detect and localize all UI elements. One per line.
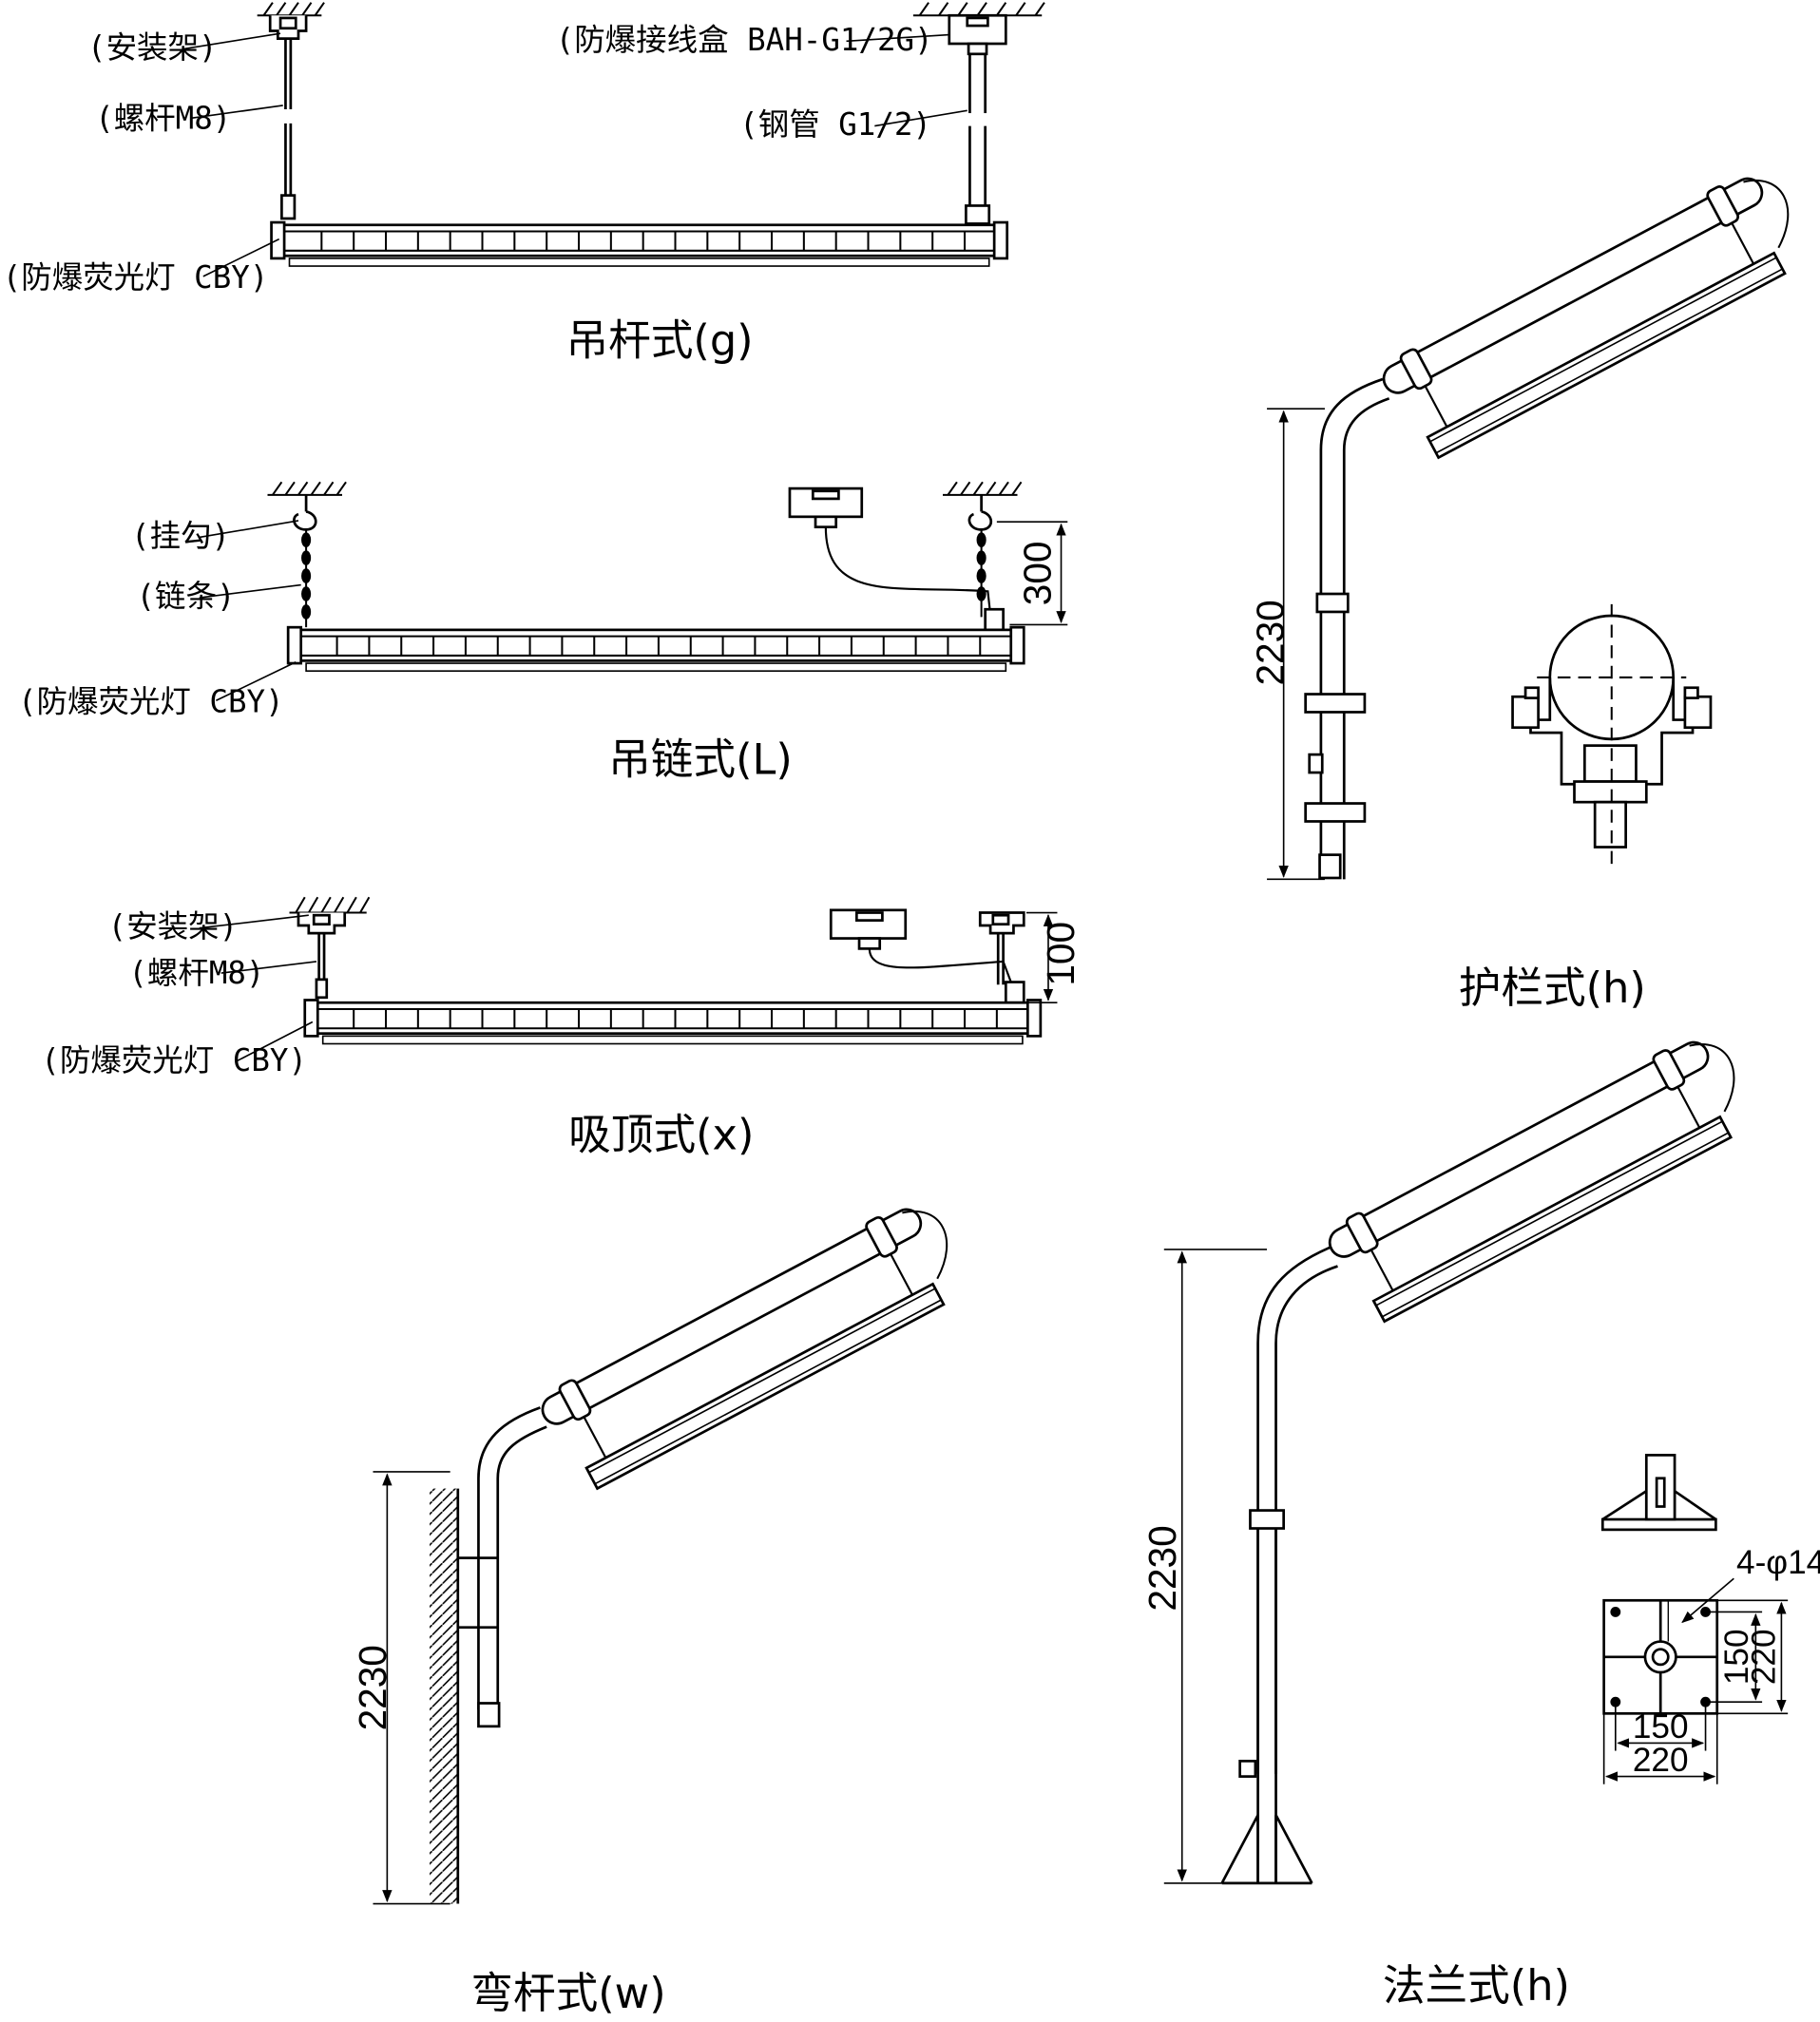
dim-plate-size-h: 220 bbox=[1633, 1742, 1689, 1779]
label-holes: 4-φ14 bbox=[1736, 1544, 1820, 1581]
junction-box bbox=[948, 13, 1007, 56]
clamp-plates bbox=[1304, 693, 1367, 880]
mounting-bracket bbox=[297, 911, 1025, 935]
chain-diagram: 300 (挂勾) (链条) (防爆荧光灯 CBY) 吊链式(L) bbox=[18, 481, 1068, 784]
dim-hole-spacing-h: 150 bbox=[1633, 1708, 1689, 1745]
chain bbox=[301, 529, 987, 628]
dim-height: 2230 bbox=[1140, 1525, 1184, 1611]
label-screw: (螺杆M8) bbox=[128, 955, 264, 991]
wall-brackets bbox=[457, 1556, 498, 1630]
dim-height: 2230 bbox=[351, 1645, 394, 1730]
ceiling-hatch bbox=[289, 896, 371, 914]
caption-chain: 吊链式(L) bbox=[608, 734, 793, 784]
screw-rod bbox=[315, 933, 1005, 1000]
angled-lamp bbox=[1321, 1023, 1764, 1329]
dim-height: 2230 bbox=[1249, 600, 1293, 685]
cable-gland bbox=[984, 607, 1005, 632]
leader-lines bbox=[199, 914, 317, 1063]
cable bbox=[868, 948, 1012, 982]
flange-side-view bbox=[1600, 1454, 1717, 1532]
pole bbox=[477, 1406, 547, 1710]
screw-rod bbox=[280, 38, 297, 220]
dimension-2230 bbox=[1163, 1249, 1268, 1884]
ceiling-hatch bbox=[257, 2, 1045, 17]
dim-drop-100: 100 bbox=[1039, 922, 1082, 986]
cable-gland bbox=[1004, 981, 1025, 1004]
label-steel-pipe: (钢管 G1/2) bbox=[739, 106, 931, 143]
hook bbox=[293, 494, 993, 531]
lamp-cells bbox=[320, 231, 967, 251]
label-bracket: (安装架) bbox=[108, 908, 239, 944]
ceiling-diagram: 100 (安装架) (螺杆M8) (防爆荧光灯 CBY) 吸顶式(x) bbox=[41, 896, 1082, 1159]
lamp-fixture bbox=[303, 999, 1043, 1045]
mounting-bracket bbox=[268, 15, 308, 40]
lamp-fixture bbox=[286, 625, 1025, 673]
caption-pendant-rod: 吊杆式(g) bbox=[565, 315, 753, 365]
lamp-cells bbox=[353, 1008, 998, 1029]
pole-coupling bbox=[1315, 592, 1350, 614]
dim-plate-size-v: 220 bbox=[1746, 1629, 1783, 1685]
label-lamp: (防爆荧光灯 CBY) bbox=[3, 259, 269, 296]
dim-drop-300: 300 bbox=[1016, 542, 1060, 606]
flange-dimensions bbox=[1602, 1577, 1789, 1784]
pole-end-nut bbox=[477, 1702, 501, 1728]
pole-lower bbox=[1220, 1528, 1313, 1885]
dimension-2230 bbox=[373, 1471, 450, 1905]
label-lamp: (防爆荧光灯 CBY) bbox=[18, 683, 284, 719]
label-lamp: (防爆荧光灯 CBY) bbox=[41, 1042, 307, 1078]
lamp-fixture bbox=[270, 220, 1009, 268]
junction-box bbox=[829, 908, 908, 950]
steel-pipe bbox=[965, 53, 991, 225]
caption-guardrail: 护栏式(h) bbox=[1459, 963, 1646, 1013]
cable bbox=[824, 526, 992, 615]
label-screw: (螺杆M8) bbox=[95, 100, 231, 136]
caption-flange: 法兰式(h) bbox=[1383, 1961, 1570, 2011]
pendant-rod-diagram: (安装架) (螺杆M8) (防爆接线盒 BAH-G1/2G) (钢管 G1/2)… bbox=[3, 2, 1045, 365]
pole-coupling bbox=[1249, 1509, 1286, 1530]
dimension-100 bbox=[1025, 911, 1058, 1004]
label-hook: (挂勾) bbox=[131, 518, 230, 554]
label-junction-box: (防爆接线盒 BAH-G1/2G) bbox=[556, 22, 933, 58]
wall-bent-diagram: 2230 弯杆式(w) bbox=[351, 1191, 977, 2018]
caption-wall-bent: 弯杆式(w) bbox=[470, 1969, 665, 2018]
pole bbox=[1256, 1246, 1338, 1774]
leader-lines bbox=[199, 520, 301, 702]
wall-hatch bbox=[430, 1488, 458, 1904]
angled-lamp bbox=[533, 1191, 977, 1497]
guardrail-diagram: 2230 护栏式(h) bbox=[1249, 160, 1818, 1013]
caption-ceiling: 吸顶式(x) bbox=[568, 1110, 754, 1159]
dim-hole-spacing-v: 150 bbox=[1718, 1629, 1755, 1685]
label-bracket: (安装架) bbox=[87, 29, 218, 66]
label-chain: (链条) bbox=[136, 579, 235, 615]
clamp-detail bbox=[1511, 603, 1713, 868]
ceiling-hatch bbox=[267, 481, 1023, 496]
flange-diagram: 2230 bbox=[1140, 1023, 1820, 2011]
angled-lamp bbox=[1374, 160, 1818, 466]
leader-lines bbox=[183, 32, 967, 277]
lamp-cells bbox=[335, 636, 982, 656]
junction-box bbox=[788, 486, 864, 529]
pole bbox=[1319, 377, 1390, 880]
flange-plan-view bbox=[1602, 1598, 1719, 1715]
dimension-2230 bbox=[1267, 408, 1325, 881]
dimension-300 bbox=[996, 521, 1068, 626]
